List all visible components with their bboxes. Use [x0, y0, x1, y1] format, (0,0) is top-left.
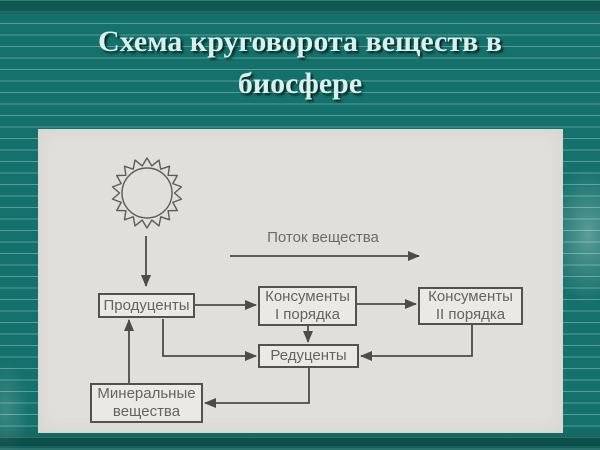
arrow-producers-to-reducers	[162, 319, 257, 361]
node-consumers-2: Консументы II порядка	[418, 287, 523, 325]
diagram-graphics	[111, 157, 473, 408]
node-producers: Продуценты	[98, 293, 195, 318]
bottom-accent-band	[0, 437, 600, 446]
arrow-reducers-to-minerals	[204, 368, 310, 408]
flow-of-matter-label: Поток вещества	[267, 229, 379, 246]
sun-icon	[111, 157, 183, 229]
slide-title: Схема круговорота веществ в биосфере	[97, 25, 503, 100]
node-reducers: Редуценты	[258, 344, 359, 368]
node-minerals: Минеральные вещества	[90, 383, 203, 423]
cycle-diagram: Поток вещества Продуценты Консументы I п…	[38, 129, 563, 433]
arrow-consumers2-to-reducers	[360, 325, 473, 361]
node-consumers-1: Консументы I порядка	[258, 286, 357, 326]
